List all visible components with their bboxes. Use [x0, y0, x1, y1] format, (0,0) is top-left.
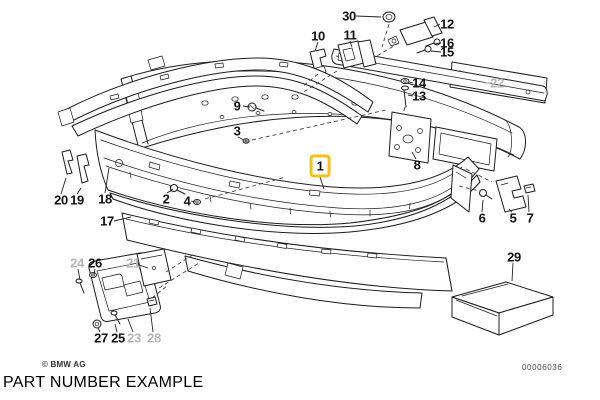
screw-6 [479, 189, 493, 200]
leader-lines [60, 15, 530, 333]
part-callout-1[interactable]: 1 [309, 154, 331, 178]
nut-14 [400, 78, 410, 84]
part-callout-19[interactable]: 19 [70, 192, 84, 208]
part-callout-2[interactable]: 2 [162, 191, 170, 207]
part-callout-20[interactable]: 20 [54, 192, 68, 208]
part-callout-18[interactable]: 18 [98, 191, 112, 207]
washer-3 [242, 138, 250, 144]
part-callout-5[interactable]: 5 [509, 210, 517, 226]
screw-24 [75, 278, 85, 294]
caption-part-number-example: PART NUMBER EXAMPLE [3, 374, 204, 391]
assembly-dash-lines [151, 23, 493, 299]
part-callout-23[interactable]: 23 [127, 330, 141, 346]
part-callout-4[interactable]: 4 [183, 193, 191, 209]
part-callout-29[interactable]: 29 [507, 249, 521, 265]
document-number: 00006036 [522, 363, 563, 372]
bolt-13 [401, 85, 409, 108]
part-callout-15[interactable]: 15 [440, 44, 454, 60]
part-callout-12[interactable]: 12 [440, 16, 454, 32]
part-callout-3[interactable]: 3 [233, 123, 241, 139]
pad-21 [136, 248, 172, 287]
parts-box [451, 281, 554, 336]
copyright-notice: © BMW AG [42, 360, 86, 369]
part-callout-16[interactable]: 16 [440, 35, 454, 51]
corner-bracket-5 [495, 175, 527, 213]
part-callout-9[interactable]: 9 [233, 98, 241, 114]
part-callout-27[interactable]: 27 [94, 330, 108, 346]
nut-26 [89, 272, 97, 278]
part-callout-8[interactable]: 8 [413, 157, 421, 173]
part-callout-26[interactable]: 26 [88, 255, 102, 271]
part-callout-30[interactable]: 30 [342, 8, 356, 24]
part-callout-22[interactable]: 22 [490, 75, 504, 91]
clip-19 [76, 153, 90, 184]
part-callout-11[interactable]: 11 [343, 27, 357, 43]
part-callout-14[interactable]: 14 [412, 75, 426, 91]
part-callout-25[interactable]: 25 [111, 330, 125, 346]
reinforcement-bar [331, 48, 548, 104]
impact-absorber-12 [387, 16, 443, 47]
cap-27 [92, 319, 102, 329]
part-callout-10[interactable]: 10 [311, 28, 325, 44]
bracket-11 [337, 39, 377, 69]
part-callout-28[interactable]: 28 [147, 330, 161, 346]
part-callout-17[interactable]: 17 [100, 213, 114, 229]
part-callout-21[interactable]: 21 [126, 255, 140, 271]
front-spoiler [121, 212, 453, 309]
part-callout-7[interactable]: 7 [526, 210, 534, 226]
screw-25 [110, 310, 121, 325]
clip-7 [523, 183, 536, 194]
part-callout-13[interactable]: 13 [412, 88, 426, 104]
grommet-30 [382, 11, 396, 23]
upper-moulding [57, 57, 374, 137]
bolt-15 [416, 45, 432, 54]
part-callout-6[interactable]: 6 [478, 210, 486, 226]
part-callout-24[interactable]: 24 [70, 255, 84, 271]
clip-20 [61, 149, 74, 175]
